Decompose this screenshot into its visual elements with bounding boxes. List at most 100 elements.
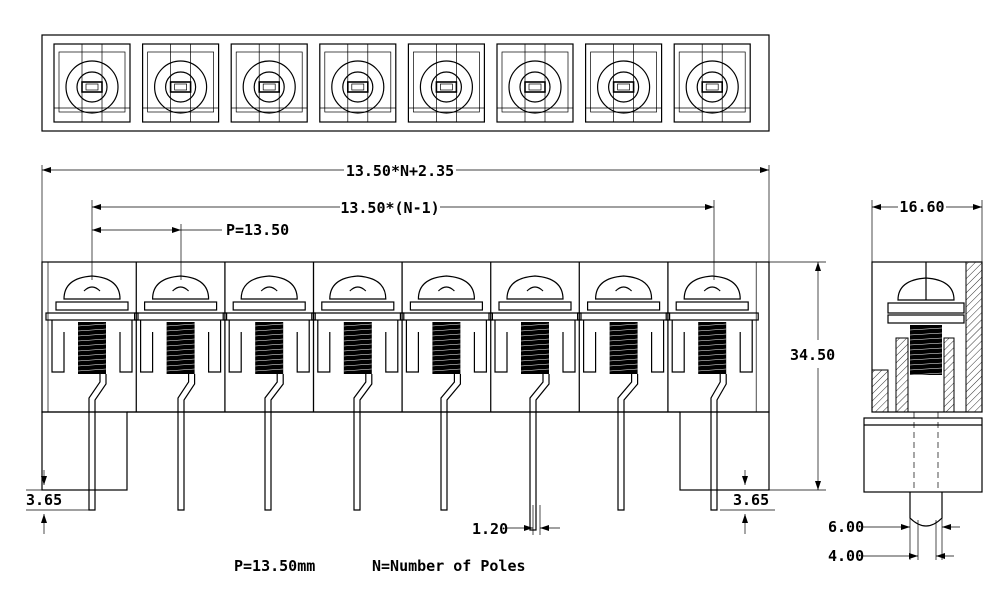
front-thread-line xyxy=(609,368,638,372)
front-pin xyxy=(440,374,461,511)
front-clamp-left xyxy=(583,320,597,373)
front-thread-line xyxy=(520,358,550,362)
side-washer xyxy=(887,302,965,314)
side-lower-body xyxy=(863,417,983,493)
front-pole xyxy=(222,262,316,511)
side-thread-lines xyxy=(909,327,943,376)
front-screw-slot xyxy=(437,286,455,292)
front-clamp-plate xyxy=(134,312,228,321)
front-thread-line xyxy=(77,363,107,367)
front-thread-line xyxy=(343,333,372,337)
dim-height: 34.50 xyxy=(790,346,835,364)
front-washer xyxy=(675,301,749,311)
top-cell-inner xyxy=(58,51,126,113)
top-cell xyxy=(142,43,220,123)
front-view xyxy=(41,261,770,531)
front-upper-body xyxy=(41,261,770,413)
dim-overall-length: 13.50*N+2.35 xyxy=(346,162,454,180)
top-cell-inner xyxy=(147,51,214,113)
front-pin xyxy=(710,374,727,511)
front-thread-line xyxy=(432,343,461,347)
side-thread-line xyxy=(909,347,943,351)
front-screw-slot xyxy=(615,286,633,292)
front-thread-line xyxy=(166,348,195,352)
dim-pin-thickness: 1.20 xyxy=(472,520,508,538)
top-screw-slot-inner xyxy=(528,83,542,91)
front-clamp-left xyxy=(51,320,65,373)
front-thread-line xyxy=(343,363,372,367)
top-screw-head xyxy=(253,71,285,103)
front-clamp-plate xyxy=(665,312,759,321)
dim-pitch: P=13.50 xyxy=(226,221,289,239)
front-thread-line xyxy=(77,338,107,342)
top-cell-frame xyxy=(584,43,663,123)
dim-right-pin-offset: 3.65 xyxy=(733,491,769,509)
top-view-cells xyxy=(53,43,751,123)
front-view-body xyxy=(41,261,770,491)
top-screw-head xyxy=(607,71,640,103)
top-screw-head xyxy=(430,71,462,103)
front-thread-line xyxy=(77,323,107,327)
front-thread-line xyxy=(77,343,107,347)
top-screw-slot xyxy=(258,81,281,93)
top-screw-head xyxy=(165,71,197,103)
top-cell xyxy=(407,43,485,123)
front-clamp-right xyxy=(296,320,310,373)
top-cell xyxy=(584,43,663,123)
front-thread-line xyxy=(343,328,372,332)
front-thread-line xyxy=(255,358,284,362)
front-clamp-left xyxy=(405,320,419,373)
top-cell-frame xyxy=(496,43,574,123)
front-washer xyxy=(144,301,218,311)
front-screw-slot xyxy=(260,286,278,292)
front-screw-slot xyxy=(349,286,367,292)
top-washer xyxy=(685,60,739,114)
front-thread-line xyxy=(520,328,550,332)
front-thread-line xyxy=(520,363,550,367)
top-screw-head xyxy=(519,71,551,103)
top-screw-slot-inner xyxy=(351,83,365,91)
front-thread-line xyxy=(698,323,727,327)
front-thread-line xyxy=(432,328,461,332)
side-pin xyxy=(909,492,943,527)
front-thread-line xyxy=(698,333,727,337)
legend-pitch: P=13.50mm xyxy=(234,557,315,575)
front-thread-line xyxy=(698,368,727,372)
front-pole xyxy=(665,262,759,511)
front-clamp-right xyxy=(739,320,753,373)
top-cell-inner xyxy=(413,51,480,113)
top-cell-frame xyxy=(407,43,485,123)
top-screw-slot xyxy=(524,81,546,93)
dim-left-pin-offset: 3.65 xyxy=(26,491,62,509)
top-screw-slot xyxy=(435,81,458,93)
top-cell-frame xyxy=(53,43,131,123)
front-thread-line xyxy=(698,353,727,357)
front-pin xyxy=(617,374,639,511)
front-thread-line xyxy=(166,333,195,337)
front-thread-line xyxy=(698,358,727,362)
front-thread-line xyxy=(77,353,107,357)
side-thread-line xyxy=(909,332,943,336)
front-thread-line xyxy=(520,348,550,352)
top-cell-inner xyxy=(501,51,569,113)
front-thread-line xyxy=(520,368,550,372)
side-hatch-left xyxy=(871,369,889,413)
front-thread-line xyxy=(166,328,195,332)
front-screw-head xyxy=(151,275,210,300)
front-left-foot xyxy=(41,411,128,491)
top-cell-inner xyxy=(590,51,657,113)
front-thread-line xyxy=(432,363,461,367)
top-washer xyxy=(154,60,208,114)
front-screw-head xyxy=(506,275,564,300)
front-thread-line xyxy=(698,348,727,352)
front-screw-head xyxy=(240,275,298,300)
front-clamp-left xyxy=(228,320,242,373)
front-thread-line xyxy=(166,363,195,367)
front-thread-line xyxy=(255,348,284,352)
front-clamp-plate xyxy=(576,312,671,321)
front-washer xyxy=(232,301,306,311)
front-thread-line xyxy=(432,333,461,337)
top-cell xyxy=(230,43,308,123)
front-thread-line xyxy=(520,333,550,337)
front-thread-line xyxy=(609,348,638,352)
